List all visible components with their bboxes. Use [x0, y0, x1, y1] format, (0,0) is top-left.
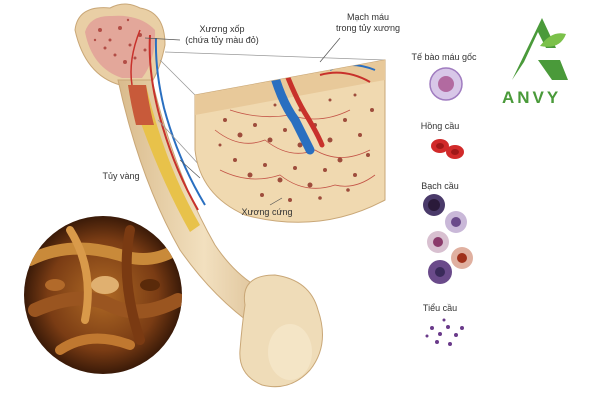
red-blood-cell-label: Hồng cầu	[420, 121, 460, 131]
leaf-a-logo-icon	[512, 18, 568, 80]
bone-bottom-end	[239, 274, 323, 388]
red-blood-cells-icon	[431, 139, 464, 159]
label-leader-lines	[144, 37, 341, 206]
bone-cross-section-zoom	[194, 59, 386, 223]
bone-top-end	[74, 3, 166, 86]
herbal-root-photo	[24, 216, 182, 374]
platelet-label: Tiểu cầu	[422, 303, 458, 313]
platelets-icon	[425, 318, 464, 346]
bone-shaft	[117, 79, 291, 331]
stem-cell-label: Tế bào máu gốc	[411, 52, 477, 62]
vessels-label: Mạch máu trong tủy xương	[336, 12, 400, 33]
stem-cell-icon	[429, 67, 463, 101]
white-blood-cell-label: Bạch cầu	[421, 181, 459, 191]
spongy-bone-label: Xương xốp (chứa tủy màu đỏ)	[185, 24, 259, 45]
yellow-marrow-label: Tủy vàng	[102, 171, 140, 181]
bone-blood-vessels	[130, 29, 206, 211]
logo-text: ANVY	[502, 88, 562, 107]
white-blood-cells-icon	[423, 194, 473, 284]
compact-bone-label: Xương cứng	[241, 207, 293, 217]
